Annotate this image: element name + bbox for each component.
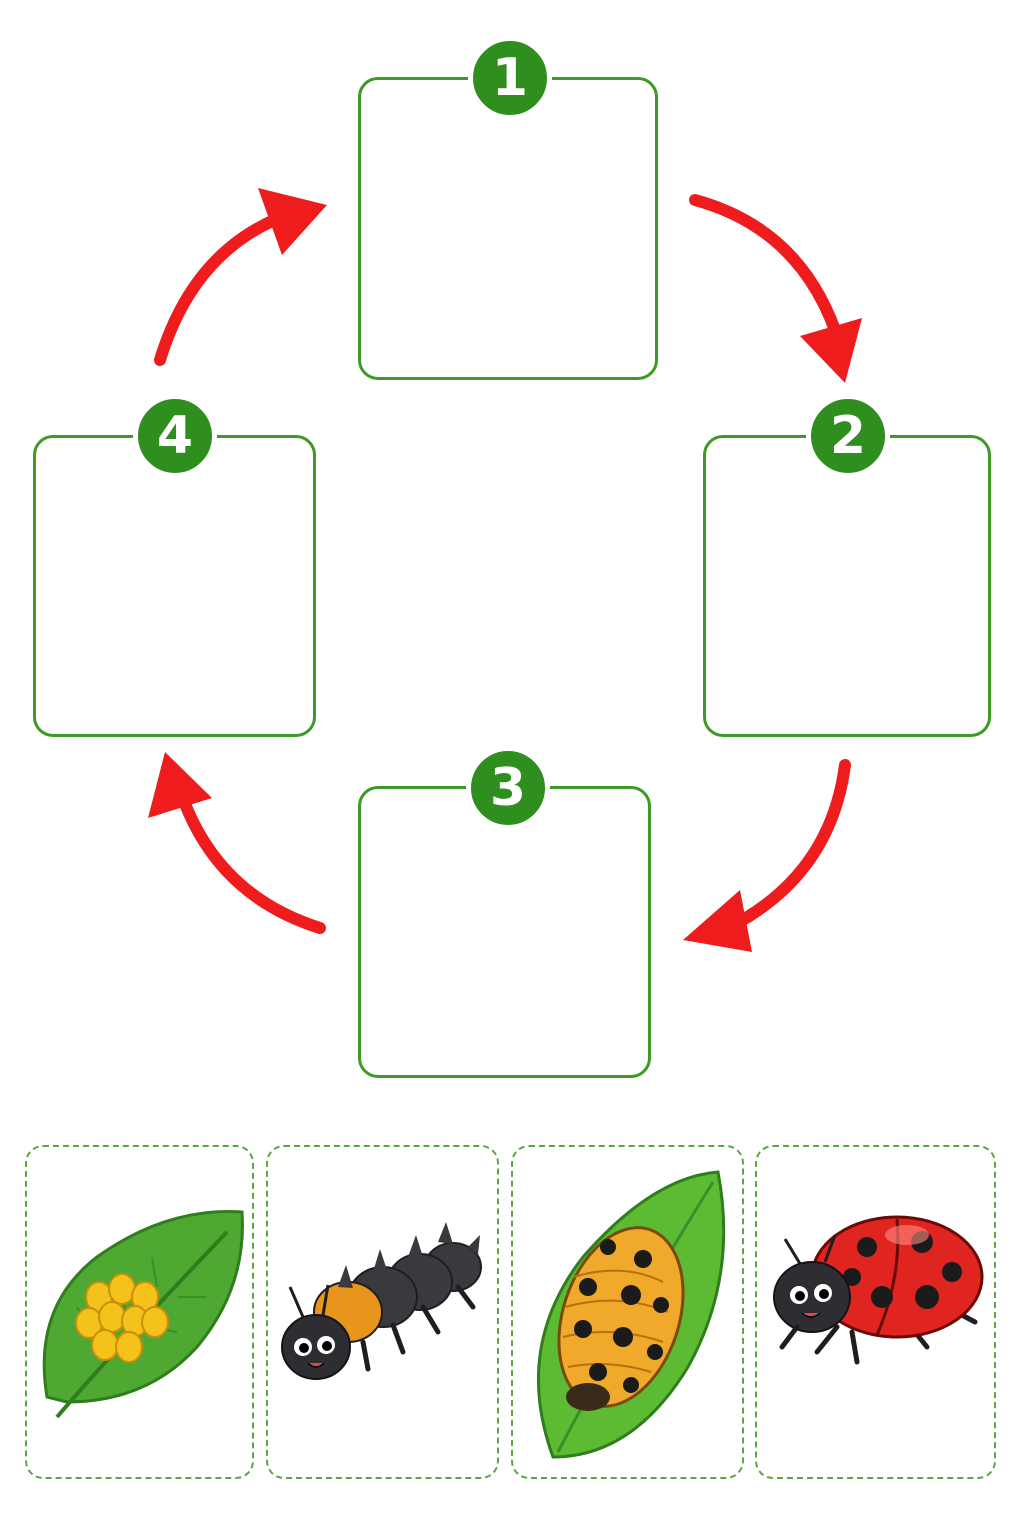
stage-number-1: 1 [468,36,552,120]
stage-number-2: 2 [806,394,890,478]
arrow-3-to-4 [174,784,326,934]
eggs-on-leaf-picture [42,1210,244,1419]
arrowhead-3 [683,890,752,952]
card-adult[interactable] [755,1145,996,1479]
stage-box-2[interactable] [703,435,991,737]
cycle-arrows [148,188,862,952]
stage-box-3[interactable] [358,786,651,1078]
arrowhead-2 [800,318,862,383]
stage-box-1[interactable] [358,77,658,380]
pupa-on-leaf-picture [537,1170,726,1459]
stage-number-3: 3 [466,746,550,830]
card-pupa[interactable] [511,1145,744,1479]
arrowhead-1 [258,188,327,255]
larva-picture [281,1222,482,1380]
arrow-2-to-3 [714,759,851,938]
stage-number-4: 4 [133,394,217,478]
adult-ladybug-picture [773,1215,984,1365]
stage-box-4[interactable] [33,435,316,737]
card-eggs[interactable] [25,1145,254,1479]
arrowhead-4 [148,752,212,818]
arrow-1-to-2 [689,194,846,351]
card-larva[interactable] [266,1145,499,1479]
